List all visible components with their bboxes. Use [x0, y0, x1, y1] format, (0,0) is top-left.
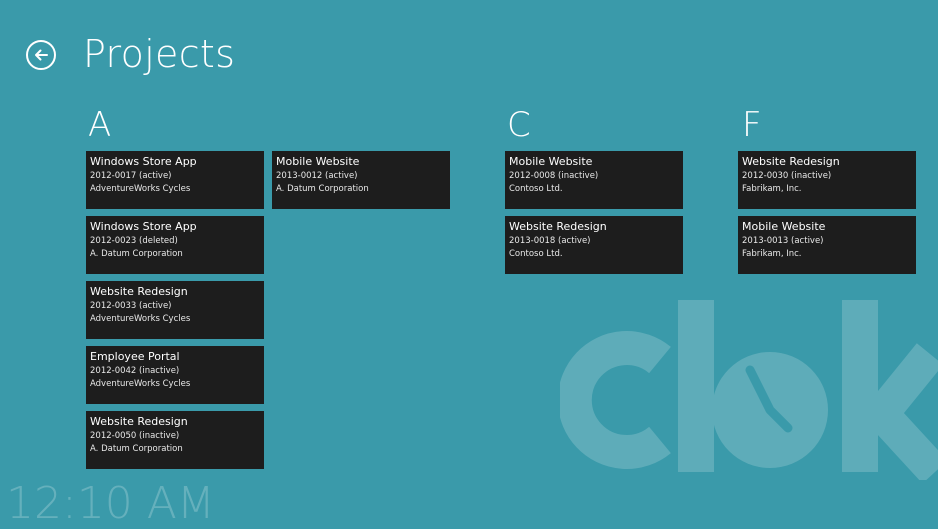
group-header-c[interactable]: C [507, 105, 531, 145]
project-name: Windows Store App [90, 155, 197, 168]
project-number: 2013-0013 (active) [742, 236, 824, 246]
project-name: Website Redesign [90, 285, 188, 298]
project-customer: A. Datum Corporation [276, 184, 369, 194]
project-tile[interactable]: Employee Portal 2012-0042 (inactive) Adv… [86, 346, 264, 404]
project-name: Windows Store App [90, 220, 197, 233]
project-number: 2013-0012 (active) [276, 171, 358, 181]
project-customer: Fabrikam, Inc. [742, 184, 802, 194]
project-customer: Contoso Ltd. [509, 249, 563, 259]
project-number: 2012-0008 (inactive) [509, 171, 599, 181]
project-customer: AdventureWorks Cycles [90, 379, 191, 389]
project-number: 2012-0023 (deleted) [90, 236, 178, 246]
project-number: 2012-0042 (inactive) [90, 366, 180, 376]
project-customer: Contoso Ltd. [509, 184, 563, 194]
project-name: Mobile Website [509, 155, 593, 168]
project-tile[interactable]: Windows Store App 2012-0023 (deleted) A.… [86, 216, 264, 274]
project-number: 2012-0033 (active) [90, 301, 172, 311]
project-tile[interactable]: Windows Store App 2012-0017 (active) Adv… [86, 151, 264, 209]
project-tile[interactable]: Mobile Website 2013-0012 (active) A. Dat… [272, 151, 450, 209]
project-number: 2013-0018 (active) [509, 236, 591, 246]
project-number: 2012-0030 (inactive) [742, 171, 832, 181]
project-tile[interactable]: Mobile Website 2013-0013 (active) Fabrik… [738, 216, 916, 274]
project-number: 2012-0017 (active) [90, 171, 172, 181]
project-tile[interactable]: Website Redesign 2012-0033 (active) Adve… [86, 281, 264, 339]
project-tile[interactable]: Website Redesign 2013-0018 (active) Cont… [505, 216, 683, 274]
project-number: 2012-0050 (inactive) [90, 431, 180, 441]
project-name: Mobile Website [742, 220, 826, 233]
project-customer: A. Datum Corporation [90, 249, 183, 259]
page-title: Projects [83, 32, 236, 76]
project-customer: AdventureWorks Cycles [90, 184, 191, 194]
project-customer: Fabrikam, Inc. [742, 249, 802, 259]
project-customer: AdventureWorks Cycles [90, 314, 191, 324]
group-header-a[interactable]: A [88, 105, 112, 145]
project-name: Website Redesign [509, 220, 607, 233]
back-button[interactable] [26, 40, 56, 70]
project-name: Website Redesign [742, 155, 840, 168]
project-name: Employee Portal [90, 350, 180, 363]
project-tile[interactable]: Website Redesign 2012-0030 (inactive) Fa… [738, 151, 916, 209]
project-name: Mobile Website [276, 155, 360, 168]
project-customer: A. Datum Corporation [90, 444, 183, 454]
current-time: 12:10 AM [6, 478, 215, 529]
clok-logo-watermark [560, 300, 938, 480]
project-tile[interactable]: Website Redesign 2012-0050 (inactive) A.… [86, 411, 264, 469]
project-name: Website Redesign [90, 415, 188, 428]
back-arrow-icon [35, 49, 48, 61]
project-tile[interactable]: Mobile Website 2012-0008 (inactive) Cont… [505, 151, 683, 209]
group-header-f[interactable]: F [742, 105, 762, 145]
